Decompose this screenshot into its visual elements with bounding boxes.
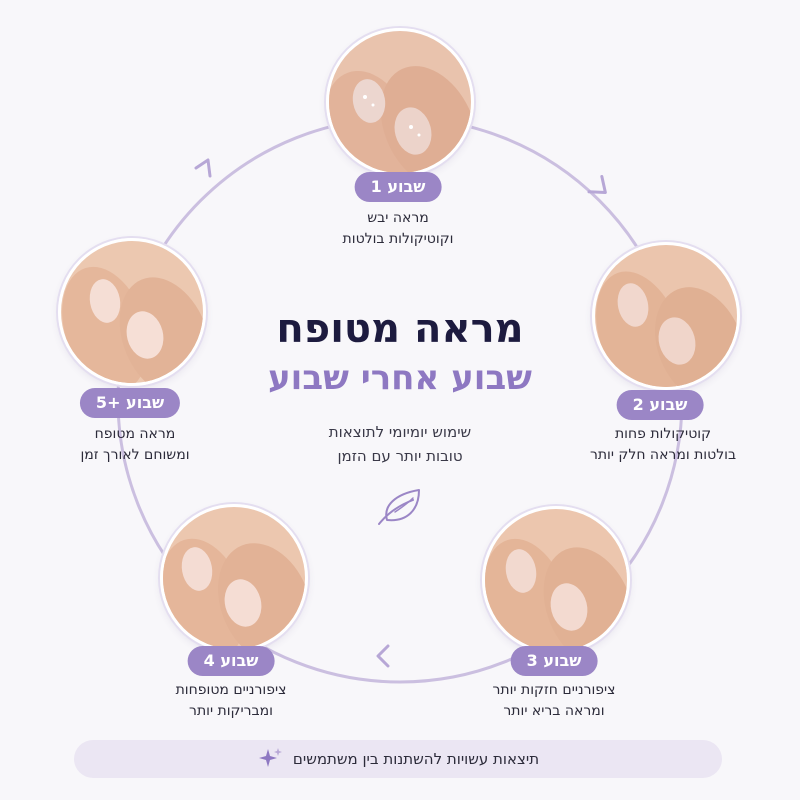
week-4-description: ציפורניים מטופחות ומבריקות יותר: [175, 682, 287, 719]
week-3-badge: שבוע 3: [510, 646, 598, 676]
main-title: מראה מטופח: [276, 306, 524, 352]
disclaimer-bar: תיצאות עשויות להשתנות בין משתמשים: [74, 740, 722, 778]
week-3-description: ציפורניים חזקות יותר ומראה בריא יותר: [492, 682, 616, 719]
week-5-badge: שבוע +5: [79, 388, 181, 418]
week-1-description: מראה יבש וקוטיקולות בולטות: [342, 210, 454, 247]
arrow-icon: [587, 174, 607, 194]
arrow-icon: [194, 158, 212, 178]
disclaimer-text: תיצאות עשויות להשתנות בין משתמשים: [292, 750, 540, 768]
week-5-description: מראה מטופח ומשוחם לאורך זמן: [80, 426, 190, 463]
week-4-badge: שבוע 4: [187, 646, 275, 676]
sparkle-icon: [258, 748, 282, 767]
nail-photo-week-1: [326, 28, 474, 176]
week-2-badge: שבוע 2: [616, 390, 704, 420]
week-1-badge: שבוע 1: [354, 172, 442, 202]
nail-photo-week-4: [160, 504, 308, 652]
nail-photo-week-5: [58, 238, 206, 386]
nail-photo-week-2: [592, 242, 740, 390]
week-2-description: קוטיקולות פחות בולטות ומראה חלק יותר: [589, 426, 737, 463]
leaf-icon: [378, 489, 420, 525]
main-subtitle: שבוע אחרי שבוע: [268, 358, 532, 398]
nail-photo-week-3: [482, 506, 630, 654]
arrow-icon: [376, 644, 390, 668]
center-description: שימוש יומיומי לתוצאות טובות יותר עם הזמן: [328, 423, 472, 465]
